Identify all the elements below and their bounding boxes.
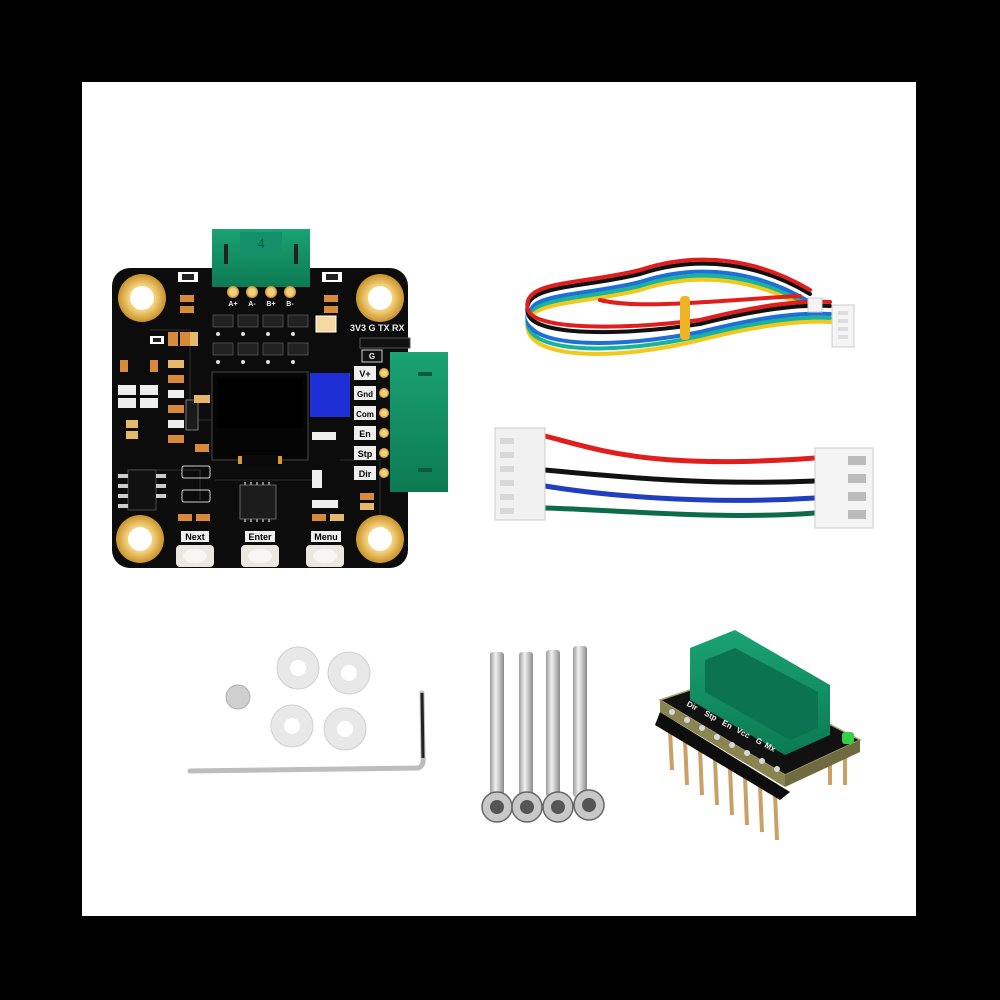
adapter-connector [690,630,830,755]
oled-display [211,371,309,467]
svg-text:Gnd: Gnd [357,390,373,399]
hex-key [187,690,426,774]
four-wire-cable [542,433,818,518]
cable-1-connectors [807,297,855,348]
cable-2-connectors [494,427,874,529]
signal-connector [390,352,448,492]
cable-tie [680,296,690,340]
svg-text:3V3 G TX RX: 3V3 G TX RX [350,323,405,333]
screws [481,646,605,823]
svg-text:B-: B- [286,301,294,308]
svg-text:A+: A+ [228,301,237,308]
menu-button[interactable] [306,545,344,567]
svg-text:G: G [369,352,375,361]
washers [270,646,371,751]
svg-text:4: 4 [258,237,265,252]
svg-text:Next: Next [185,532,205,542]
svg-text:A-: A- [248,301,256,308]
svg-text:Stp: Stp [358,449,373,459]
adapter-board: Dir Stp En Vcc G Mx [655,630,862,841]
motor-connector: 4 [212,229,310,287]
magnet [225,684,251,710]
enter-button[interactable] [241,545,279,567]
signal-pin-labels: V+ Gnd Com En Stp Dir [354,366,376,480]
svg-text:Enter: Enter [248,532,272,542]
mcu-chip [239,482,277,522]
svg-text:Com: Com [356,410,374,419]
driver-board: 4 A+ A- B+ B- [112,229,448,568]
svg-text:V+: V+ [359,369,370,379]
svg-text:Menu: Menu [314,532,338,542]
smd-components [118,272,342,511]
potentiometer[interactable] [310,373,350,417]
uart-header: 3V3 G TX RX G [315,315,411,363]
six-wire-cable [525,257,832,356]
svg-text:En: En [359,429,371,439]
svg-text:En: En [720,718,733,731]
mounting-hole-icon [116,274,404,563]
svg-text:Dir: Dir [359,469,372,479]
svg-text:B+: B+ [266,301,275,308]
board-buttons [178,514,344,521]
svg-text:G: G [754,736,764,747]
next-button[interactable] [176,545,214,567]
